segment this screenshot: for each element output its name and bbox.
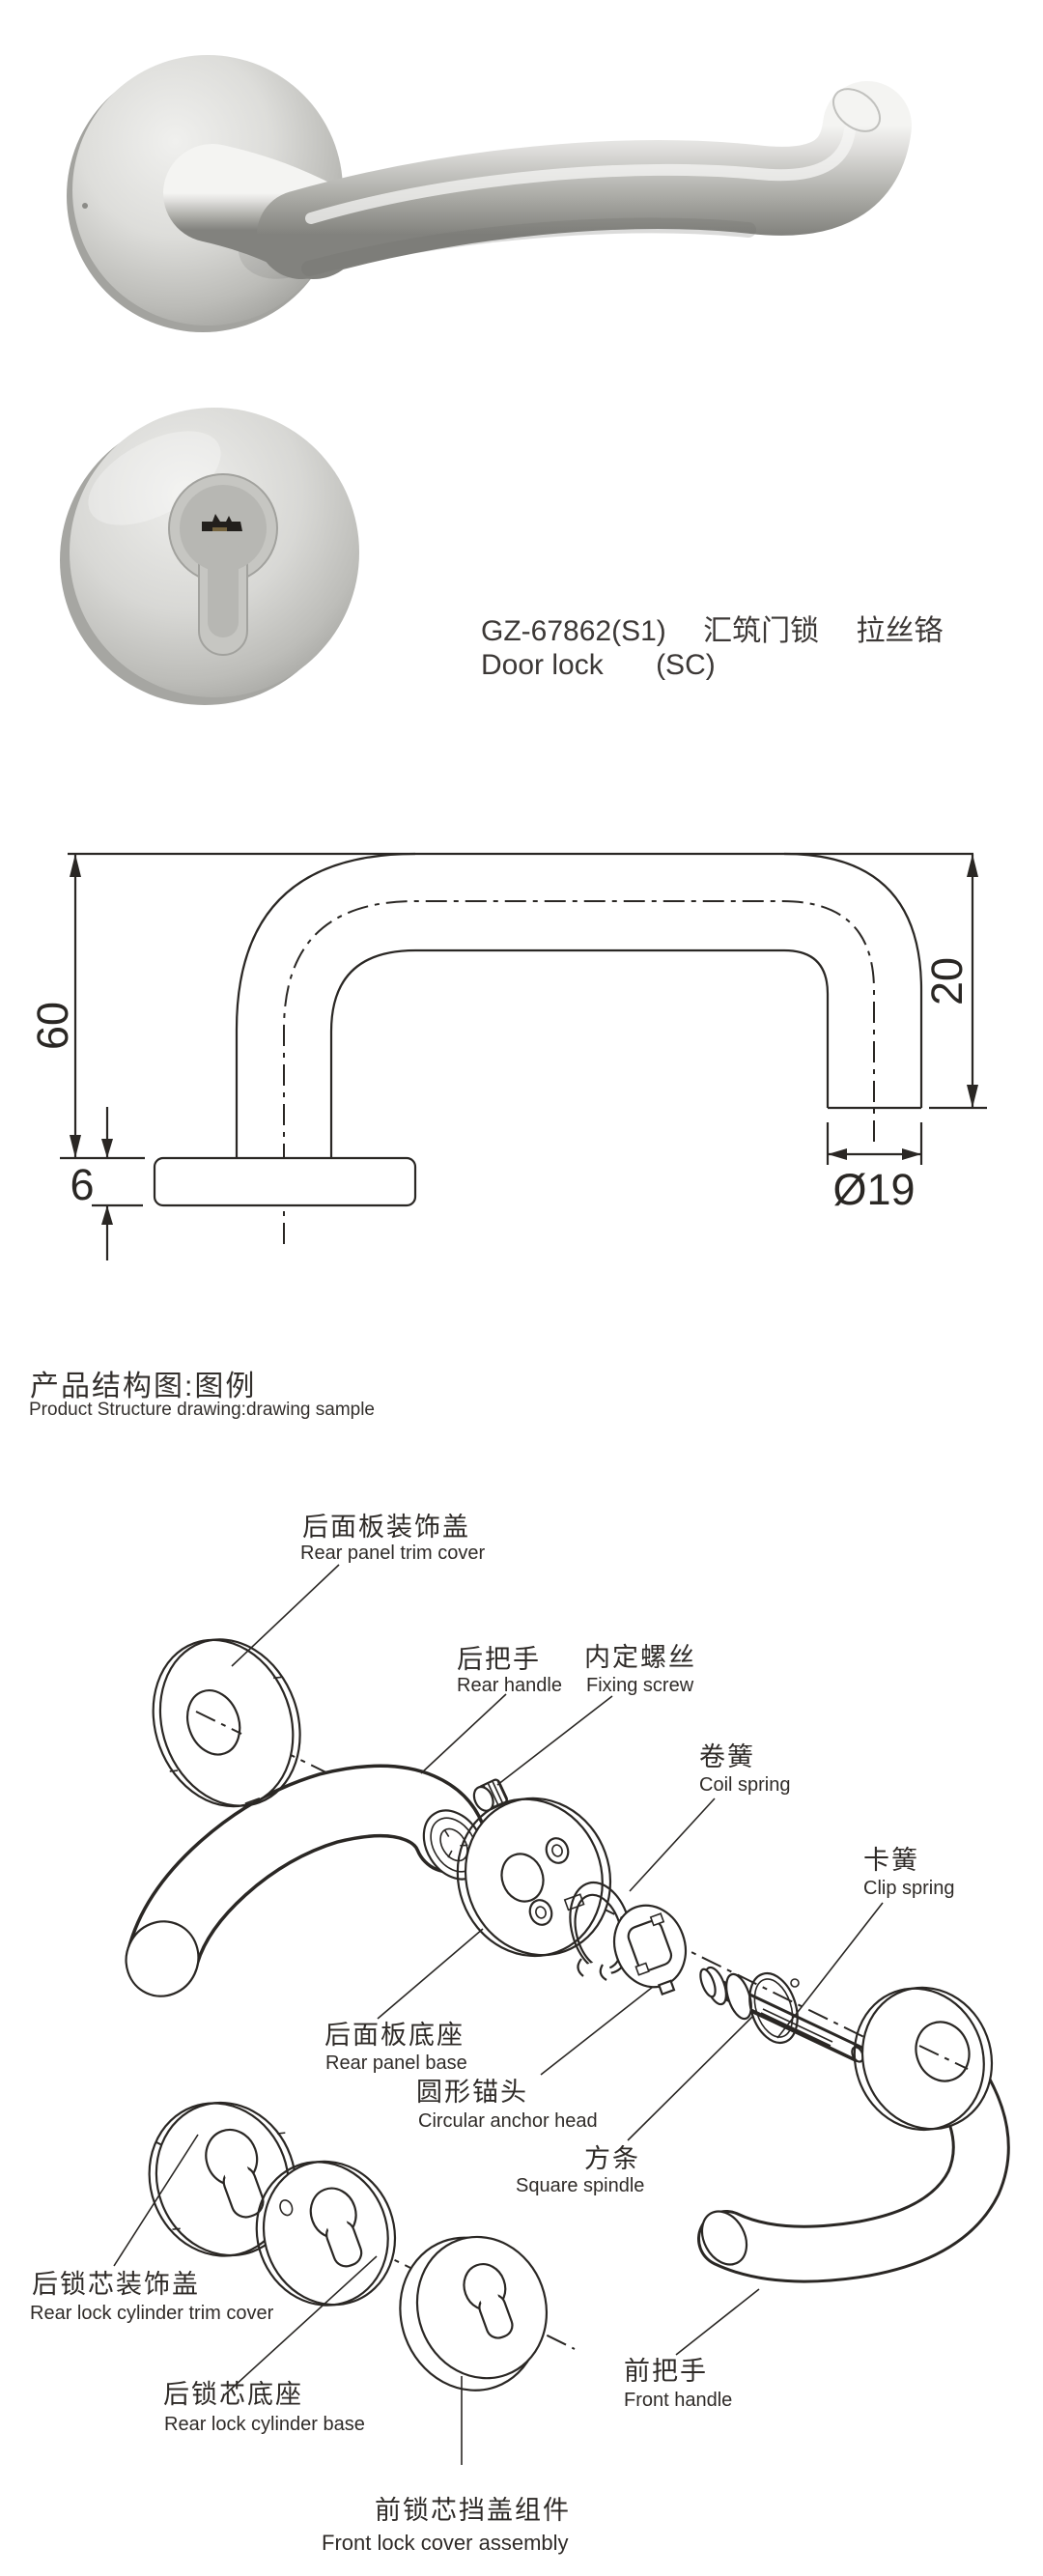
euro-cylinder [168, 473, 278, 656]
label-rear-panel-trim-cover-en: Rear panel trim cover [300, 1543, 486, 1564]
dim-label-dia19: Ø19 [832, 1165, 915, 1214]
rose-screw-dot [82, 203, 88, 209]
label-rear-lock-cylinder-base-en: Rear lock cylinder base [164, 2414, 365, 2435]
label-rear-panel-base-en: Rear panel base [325, 2052, 467, 2074]
dim-diameter-19: Ø19 [826, 1122, 923, 1214]
product-finish-en: (SC) [656, 649, 716, 681]
label-rear-lock-cylinder-trim-cover-en: Rear lock cylinder trim cover [30, 2303, 274, 2324]
label-rear-lock-cylinder-base-cn: 后锁芯底座 [163, 2380, 303, 2409]
dim-label-60: 60 [28, 1002, 77, 1050]
product-finish-cn: 拉丝铬 [856, 615, 944, 647]
part-rear-panel-trim-cover [152, 1638, 301, 1808]
label-clip-spring-cn: 卡簧 [863, 1846, 919, 1875]
label-clip-spring-en: Clip spring [863, 1878, 954, 1899]
part-clip-spring [748, 1972, 800, 2044]
rose-base-profile [153, 1156, 417, 1207]
label-rear-panel-trim-cover-cn: 后面板装饰盖 [302, 1513, 470, 1542]
axis-through-trim-cover [195, 1711, 242, 1735]
dim-height-60: 60 [28, 854, 145, 1160]
label-fixing-screw-cn: 内定螺丝 [584, 1643, 696, 1672]
dim-base-6: 6 [70, 1107, 143, 1260]
label-front-handle-cn: 前把手 [624, 2357, 708, 2386]
label-fixing-screw-en: Fixing screw [586, 1675, 694, 1696]
product-code: GZ-67862(S1) [481, 615, 666, 647]
product-title-line1: GZ-67862(S1) 汇筑门锁 拉丝铬 [481, 607, 943, 649]
part-front-handle [697, 1986, 1010, 2283]
dim-label-20: 20 [922, 957, 972, 1005]
part-rear-lock-cylinder-base [255, 2160, 397, 2307]
label-front-handle-en: Front handle [624, 2390, 732, 2411]
handle-profile [68, 852, 973, 1207]
part-rear-lock-cylinder-trim-cover [148, 2101, 297, 2257]
keyway-icon [202, 514, 242, 531]
dim-label-6: 6 [70, 1160, 94, 1209]
part-square-spindle [699, 1966, 866, 2063]
part-labels: 后面板装饰盖 Rear panel trim cover 后把手 Rear ha… [30, 1513, 954, 2555]
part-front-lock-cover-assembly [399, 2235, 549, 2392]
label-front-lock-cover-assembly-cn: 前锁芯挡盖组件 [375, 2496, 571, 2525]
centerline [283, 900, 875, 1244]
label-coil-spring-en: Coil spring [699, 1774, 790, 1796]
part-circular-anchor-head [613, 1904, 687, 1996]
label-circular-anchor-head-cn: 圆形锚头 [416, 2078, 528, 2107]
lever-end-cap [832, 88, 881, 132]
part-rear-panel-base [456, 1797, 612, 1958]
main-axis-centerline [168, 1694, 1001, 2105]
lever-grip [163, 81, 912, 279]
product-name-cn: 汇筑门锁 [703, 615, 820, 647]
label-coil-spring-cn: 卷簧 [699, 1742, 755, 1771]
label-front-lock-cover-assembly-en: Front lock cover assembly [322, 2531, 569, 2555]
label-rear-handle-cn: 后把手 [457, 1645, 541, 1674]
product-name-en: Door lock [481, 649, 604, 681]
photo-lever-handle [67, 55, 912, 332]
label-rear-lock-cylinder-trim-cover-cn: 后锁芯装饰盖 [32, 2270, 200, 2299]
section-heading-en: Product Structure drawing:drawing sample [29, 1400, 376, 1420]
section-heading-cn: 产品结构图:图例 [30, 1371, 257, 1402]
label-circular-anchor-head-en: Circular anchor head [418, 2110, 598, 2132]
photo-cylinder-escutcheon [60, 408, 359, 705]
label-square-spindle-cn: 方条 [584, 2144, 640, 2173]
product-title-line2: Door lock (SC) [481, 649, 716, 682]
label-square-spindle-en: Square spindle [516, 2175, 644, 2196]
label-rear-handle-en: Rear handle [457, 1675, 562, 1696]
leader-lines [113, 1564, 884, 2465]
label-rear-panel-base-cn: 后面板底座 [324, 2021, 465, 2050]
exploded-diagram: 后面板装饰盖 Rear panel trim cover 后把手 Rear ha… [30, 1513, 1010, 2555]
dimension-drawing: 60 6 20 Ø19 [28, 852, 987, 1260]
dim-end-20: 20 [922, 854, 987, 1110]
part-rear-handle [125, 1764, 487, 1997]
